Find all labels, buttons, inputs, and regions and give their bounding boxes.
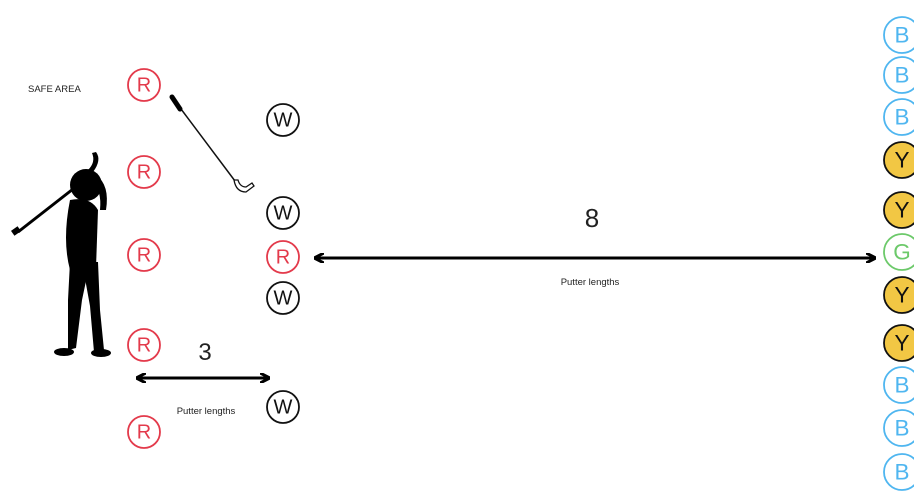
marker-w: W xyxy=(266,281,300,315)
safe-area-label: SAFE AREA xyxy=(28,84,81,95)
marker-letter: G xyxy=(893,240,911,265)
marker-letter: W xyxy=(274,397,293,419)
marker-circle xyxy=(883,324,914,362)
marker-letter: R xyxy=(276,247,290,269)
marker-g: G xyxy=(883,233,914,271)
marker-circle xyxy=(883,56,914,94)
marker-circle xyxy=(266,390,300,424)
marker-circle xyxy=(883,409,914,447)
marker-r: R xyxy=(127,328,161,362)
marker-circle xyxy=(266,196,300,230)
marker-letter: B xyxy=(894,105,909,130)
far-distance-value: 8 xyxy=(585,203,599,233)
marker-letter: B xyxy=(894,63,909,88)
marker-b: B xyxy=(883,16,914,54)
marker-circle xyxy=(127,68,161,102)
marker-letter: W xyxy=(274,288,293,310)
marker-letter: R xyxy=(137,245,151,267)
marker-letter: R xyxy=(137,335,151,357)
marker-y: Y xyxy=(883,276,914,314)
safe-area-markers: R R R R R xyxy=(127,68,161,449)
marker-letter: B xyxy=(894,460,909,485)
marker-circle xyxy=(127,328,161,362)
marker-w: W xyxy=(266,103,300,137)
marker-b: B xyxy=(883,98,914,136)
marker-circle xyxy=(266,240,300,274)
marker-circle xyxy=(266,103,300,137)
marker-circle xyxy=(266,281,300,315)
marker-y: Y xyxy=(883,141,914,179)
marker-circle xyxy=(883,233,914,271)
marker-b: B xyxy=(883,409,914,447)
marker-r: R xyxy=(127,155,161,189)
marker-r: R xyxy=(127,68,161,102)
marker-letter: R xyxy=(137,162,151,184)
marker-circle xyxy=(883,16,914,54)
near-distance-unit: Putter lengths xyxy=(177,406,236,417)
marker-b: B xyxy=(883,453,914,491)
marker-letter: R xyxy=(137,75,151,97)
marker-letter: W xyxy=(274,110,293,132)
marker-r: R xyxy=(127,238,161,272)
marker-circle xyxy=(127,415,161,449)
marker-letter: R xyxy=(137,422,151,444)
marker-w: W xyxy=(266,390,300,424)
golfer-silhouette-icon xyxy=(11,152,111,357)
marker-b: B xyxy=(883,366,914,404)
marker-circle xyxy=(883,141,914,179)
marker-letter: B xyxy=(894,23,909,48)
marker-letter: Y xyxy=(894,198,909,223)
marker-letter: W xyxy=(274,203,293,225)
marker-letter: Y xyxy=(894,331,909,356)
marker-circle xyxy=(883,276,914,314)
golf-club-icon xyxy=(169,94,255,193)
marker-circle xyxy=(883,98,914,136)
marker-circle xyxy=(127,155,161,189)
marker-circle xyxy=(883,366,914,404)
marker-w: W xyxy=(266,196,300,230)
marker-circle xyxy=(883,453,914,491)
near-distance-value: 3 xyxy=(198,339,211,366)
marker-letter: B xyxy=(894,373,909,398)
marker-b: B xyxy=(883,56,914,94)
marker-circle xyxy=(127,238,161,272)
marker-r: R xyxy=(127,415,161,449)
marker-y: Y xyxy=(883,191,914,229)
marker-letter: Y xyxy=(894,148,909,173)
marker-letter: Y xyxy=(894,283,909,308)
marker-letter: B xyxy=(894,416,909,441)
far-distance-unit: Putter lengths xyxy=(561,277,620,288)
marker-circle xyxy=(883,191,914,229)
marker-r: R xyxy=(266,240,300,274)
marker-y: Y xyxy=(883,324,914,362)
